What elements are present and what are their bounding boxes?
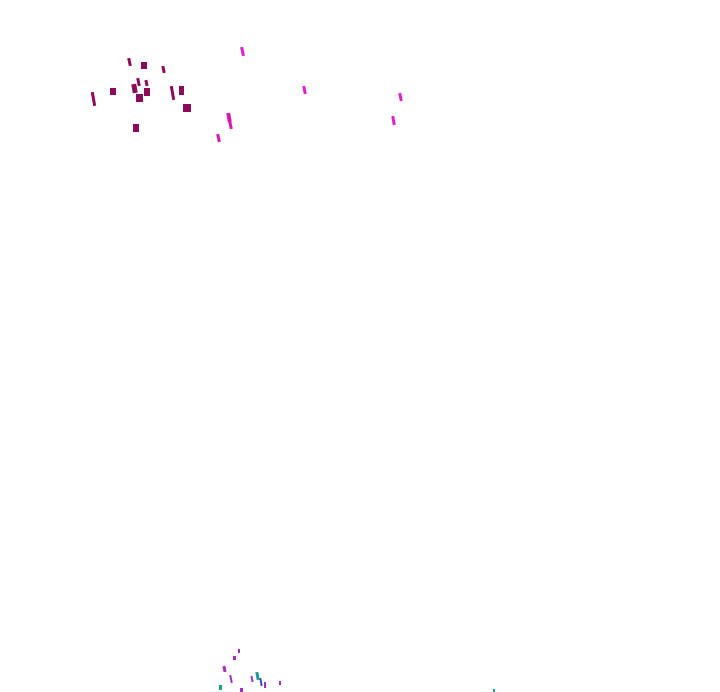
paint-fragment xyxy=(229,674,233,684)
paint-fragment xyxy=(144,88,150,96)
paint-fragment xyxy=(127,57,132,67)
paint-fragment xyxy=(302,85,307,95)
paint-fragment xyxy=(179,86,184,95)
paint-fragment xyxy=(133,124,139,132)
paint-fragment xyxy=(250,675,254,683)
paint-fragment xyxy=(144,79,149,87)
paint-fragment xyxy=(136,77,141,87)
paint-fragment xyxy=(259,677,263,687)
paint-fragment xyxy=(493,689,495,692)
paint-fragment xyxy=(161,65,166,74)
paint-fragment xyxy=(240,46,245,57)
paint-fragment xyxy=(238,649,240,653)
paint-fragment xyxy=(228,120,233,130)
paint-fragment xyxy=(398,92,403,102)
paint-fragment xyxy=(240,688,243,692)
paint-fragment xyxy=(90,91,97,107)
paint-fragment xyxy=(233,656,236,660)
paint-fragment xyxy=(110,88,116,95)
paint-fragment xyxy=(183,104,191,112)
paint-fragment xyxy=(141,62,147,69)
paint-fragment xyxy=(222,665,227,673)
paint-fragment xyxy=(136,94,143,102)
paint-fragment xyxy=(216,133,221,143)
paint-fragment xyxy=(391,115,396,126)
paint-fragment xyxy=(279,681,281,685)
paint-fragment xyxy=(219,685,222,690)
paint-fragment xyxy=(169,85,176,101)
paint-fragment xyxy=(264,682,266,688)
